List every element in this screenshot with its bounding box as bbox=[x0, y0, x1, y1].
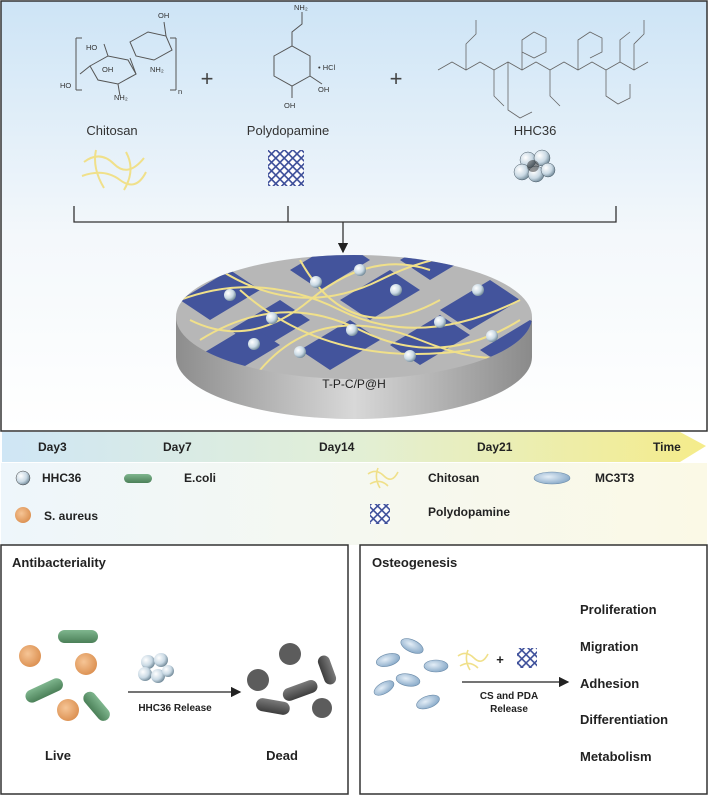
outcome-adhesion: Adhesion bbox=[580, 676, 639, 691]
n-subscript: n bbox=[178, 87, 182, 96]
legend-background bbox=[1, 463, 707, 545]
dopamine-structure bbox=[273, 12, 323, 98]
top-panel: HO HO NH₂ NH₂ OH OH n Chitosan + NH₂ OH … bbox=[0, 0, 708, 432]
osteogenesis-outcomes: Proliferation Migration Adhesion Differe… bbox=[580, 602, 668, 764]
legend-ecoli-icon bbox=[124, 474, 152, 483]
legend-chitosan-icon bbox=[367, 467, 399, 489]
legend-hhc36-icon bbox=[15, 470, 31, 486]
mc3t3-cell-group bbox=[373, 638, 449, 710]
hhc36-release-cluster bbox=[138, 653, 174, 683]
outcome-migration: Migration bbox=[580, 639, 639, 654]
legend-mc3t3-icon bbox=[533, 471, 571, 485]
cs-pda-release-label-2: Release bbox=[490, 704, 528, 715]
plus-sign-2: + bbox=[390, 66, 403, 91]
legend-mc3t3-label: MC3T3 bbox=[595, 471, 635, 485]
ho-label-2: HO bbox=[86, 43, 97, 52]
osteogenesis-title: Osteogenesis bbox=[372, 555, 457, 570]
hcl-label: • HCl bbox=[318, 63, 336, 72]
timeline-label-time: Time bbox=[653, 440, 681, 454]
chitosan-label: Chitosan bbox=[86, 123, 137, 138]
nh2-label: NH₂ bbox=[114, 93, 128, 102]
antibacteriality-frame bbox=[0, 544, 349, 795]
polydopamine-label: Polydopamine bbox=[247, 123, 329, 138]
hhc36-label: HHC36 bbox=[514, 123, 557, 138]
legend-saureus-icon bbox=[15, 507, 31, 523]
timeline-label-day3: Day3 bbox=[38, 440, 67, 454]
outcome-proliferation: Proliferation bbox=[580, 602, 657, 617]
antibacteriality-title: Antibacteriality bbox=[12, 555, 107, 570]
antibacteriality-panel: Antibacteriality HHC36 Release Liv bbox=[0, 544, 349, 795]
legend-hhc36-label: HHC36 bbox=[42, 471, 82, 485]
legend-ecoli-label: E.coli bbox=[184, 471, 216, 485]
oh-label: OH bbox=[158, 11, 169, 20]
scaffold-label: T-P-C/P@H bbox=[322, 377, 386, 391]
live-bacteria-group bbox=[19, 630, 110, 721]
polydopamine-mesh-icon bbox=[268, 150, 304, 186]
chitosan-fiber-icon bbox=[81, 149, 147, 191]
osteogenesis-plus: + bbox=[496, 652, 504, 667]
oh-label-2: OH bbox=[102, 65, 113, 74]
legend-polydopamine-icon bbox=[370, 504, 390, 524]
nh2-label-2: NH₂ bbox=[150, 65, 164, 74]
outcome-metabolism: Metabolism bbox=[580, 749, 652, 764]
outcome-differentiation: Differentiation bbox=[580, 712, 668, 727]
chitosan-structure bbox=[75, 21, 177, 97]
timeline-label-day7: Day7 bbox=[163, 440, 192, 454]
live-label: Live bbox=[45, 748, 71, 763]
ho-label: HO bbox=[60, 81, 71, 90]
timeline-label-day21: Day21 bbox=[477, 440, 513, 454]
chitosan-labels: HO HO NH₂ NH₂ OH OH n bbox=[60, 11, 182, 102]
timeline: Day3 Day7 Day14 Day21 Time bbox=[2, 432, 706, 462]
legend-saureus-label: S. aureus bbox=[44, 509, 98, 523]
plus-sign-1: + bbox=[201, 66, 214, 91]
dopamine-labels: NH₂ OH OH • HCl bbox=[284, 3, 336, 110]
timeline-label-day14: Day14 bbox=[319, 440, 355, 454]
legend-chitosan-label: Chitosan bbox=[428, 471, 479, 485]
hhc36-cluster-icon bbox=[513, 149, 556, 183]
cs-pda-release-label-1: CS and PDA bbox=[480, 691, 538, 702]
scaffold-disc bbox=[176, 255, 532, 419]
dopamine-oh-2: OH bbox=[284, 101, 295, 110]
hhc36-structure bbox=[437, 20, 649, 119]
pda-release-icon bbox=[517, 648, 537, 668]
hhc36-release-label: HHC36 Release bbox=[138, 703, 212, 714]
dead-label: Dead bbox=[266, 748, 298, 763]
osteogenesis-frame bbox=[359, 544, 708, 795]
bracket-right bbox=[170, 37, 177, 91]
timeline-arrow bbox=[2, 432, 706, 462]
dopamine-nh2: NH₂ bbox=[294, 3, 308, 12]
merge-bracket bbox=[73, 206, 617, 254]
osteogenesis-panel: Osteogenesis + CS and PDA Release Prolif… bbox=[359, 544, 708, 795]
legend: HHC36 E.coli Chitosan MC3T3 S. aureus Po… bbox=[1, 463, 707, 545]
dead-bacteria-group bbox=[247, 643, 337, 718]
cs-release-icon bbox=[457, 649, 489, 671]
legend-polydopamine-label: Polydopamine bbox=[428, 505, 510, 519]
dopamine-oh: OH bbox=[318, 85, 329, 94]
